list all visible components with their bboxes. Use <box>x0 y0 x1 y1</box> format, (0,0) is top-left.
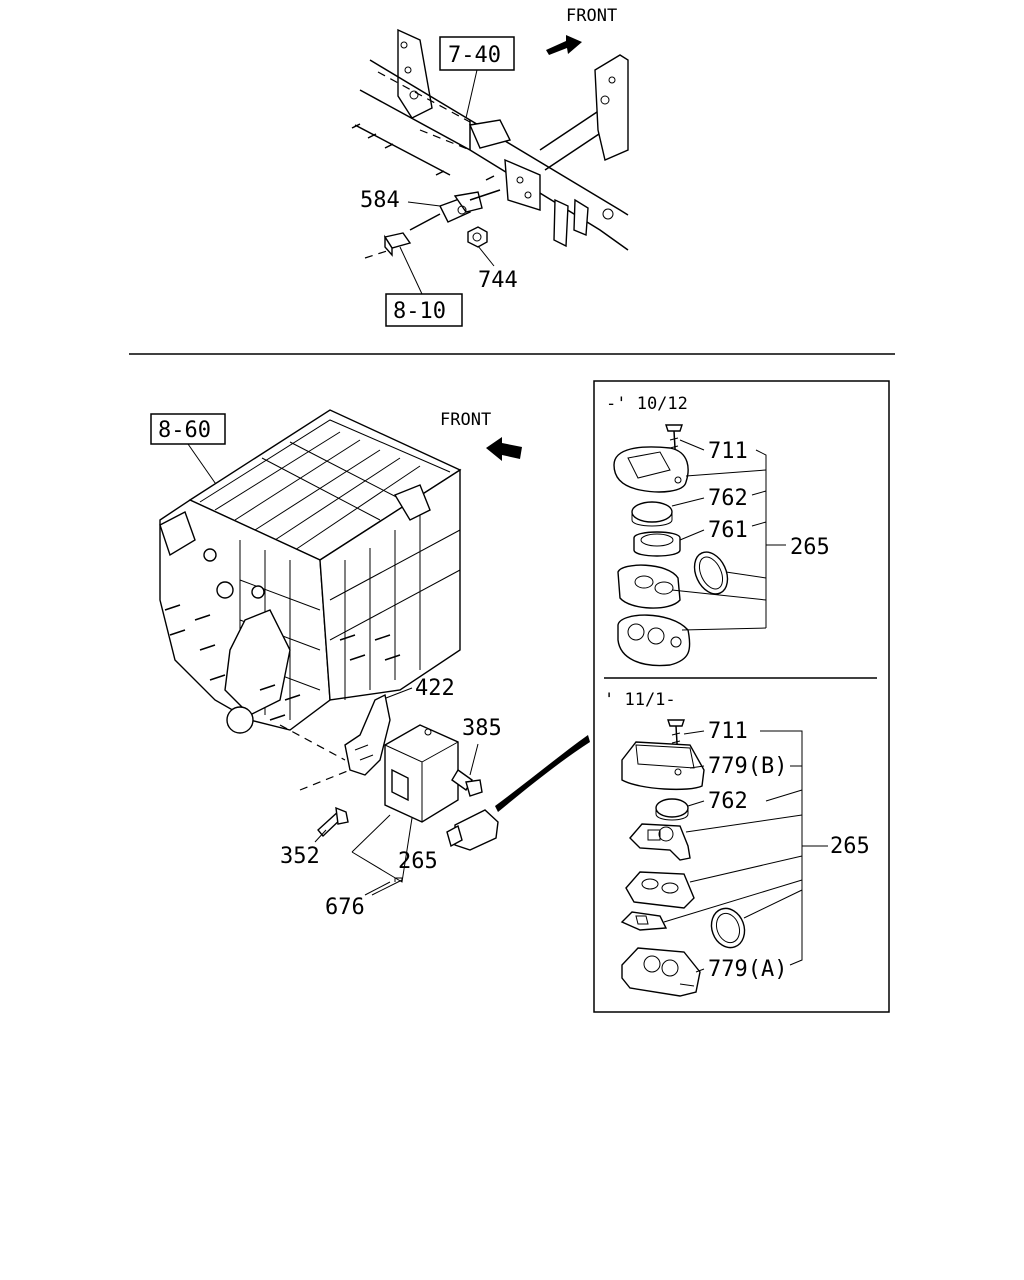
lower-case-779b <box>621 741 705 791</box>
inset-lower-date: ' 11/1- <box>604 690 676 710</box>
callout-385: 385 <box>462 716 502 741</box>
bottom-front-label: FRONT <box>440 410 491 430</box>
top-front-label: FRONT <box>566 6 617 26</box>
upper-button-sheet <box>617 564 681 609</box>
inset-lower-callout-762: 762 <box>708 789 748 814</box>
bottom-section: FRONT 8-60 <box>150 409 590 920</box>
callout-676: 676 <box>325 895 365 920</box>
top-section: FRONT <box>351 6 629 327</box>
part-422-bracket <box>344 693 391 776</box>
upper-case-bottom <box>617 614 691 667</box>
lower-battery-762 <box>655 798 689 821</box>
part-584-sensor <box>439 189 501 223</box>
inset-upper-callout-762: 762 <box>708 486 748 511</box>
part-744-nut <box>467 226 488 248</box>
callout-422: 422 <box>415 676 455 701</box>
inset-leader <box>495 735 590 812</box>
lower-button-sheet <box>625 871 695 909</box>
upper-holder-761 <box>633 531 681 557</box>
callout-584: 584 <box>360 188 400 213</box>
inset-lower-variant: ' 11/1- <box>604 690 870 997</box>
inset-upper-variant: -' 10/12 <box>606 394 830 667</box>
upper-oring <box>693 551 729 595</box>
ref-box-7-40-label: 7-40 <box>448 43 501 68</box>
inset-upper-callout-761: 761 <box>708 518 748 543</box>
callout-744: 744 <box>478 268 518 293</box>
inset-panel: -' 10/12 <box>593 380 890 1013</box>
inset-lower-callout-711: 711 <box>708 719 748 744</box>
callout-352: 352 <box>280 844 320 869</box>
hvac-unit <box>159 409 462 791</box>
cross-member <box>351 28 629 251</box>
connector <box>364 213 441 259</box>
inset-border <box>593 380 890 1013</box>
bottom-front-arrow <box>486 437 522 461</box>
lower-holder <box>629 823 691 861</box>
inset-lower-callout-779b: 779(B) <box>708 754 787 779</box>
callout-265: 265 <box>398 849 438 874</box>
part-352-screw <box>317 806 349 838</box>
inset-upper-date: -' 10/12 <box>606 394 688 414</box>
inset-lower-callout-779a: 779(A) <box>708 957 787 982</box>
lower-case-779a <box>621 947 701 997</box>
inset-upper-callout-711: 711 <box>708 439 748 464</box>
lower-oring <box>710 907 746 949</box>
part-385-bolt <box>451 768 483 797</box>
part-676-module <box>384 724 459 823</box>
upper-case-top <box>613 446 689 493</box>
ref-box-8-60-label: 8-60 <box>158 418 211 443</box>
ref-box-8-10-label: 8-10 <box>393 299 446 324</box>
part-265-keyfob <box>446 809 499 851</box>
ref-box-8-10 <box>385 293 463 327</box>
upper-battery-762 <box>631 501 673 523</box>
top-front-arrow <box>546 35 582 55</box>
inset-upper-assembly-265: 265 <box>790 535 830 560</box>
inset-lower-assembly-265: 265 <box>830 834 870 859</box>
lower-circuit-board <box>620 911 668 931</box>
